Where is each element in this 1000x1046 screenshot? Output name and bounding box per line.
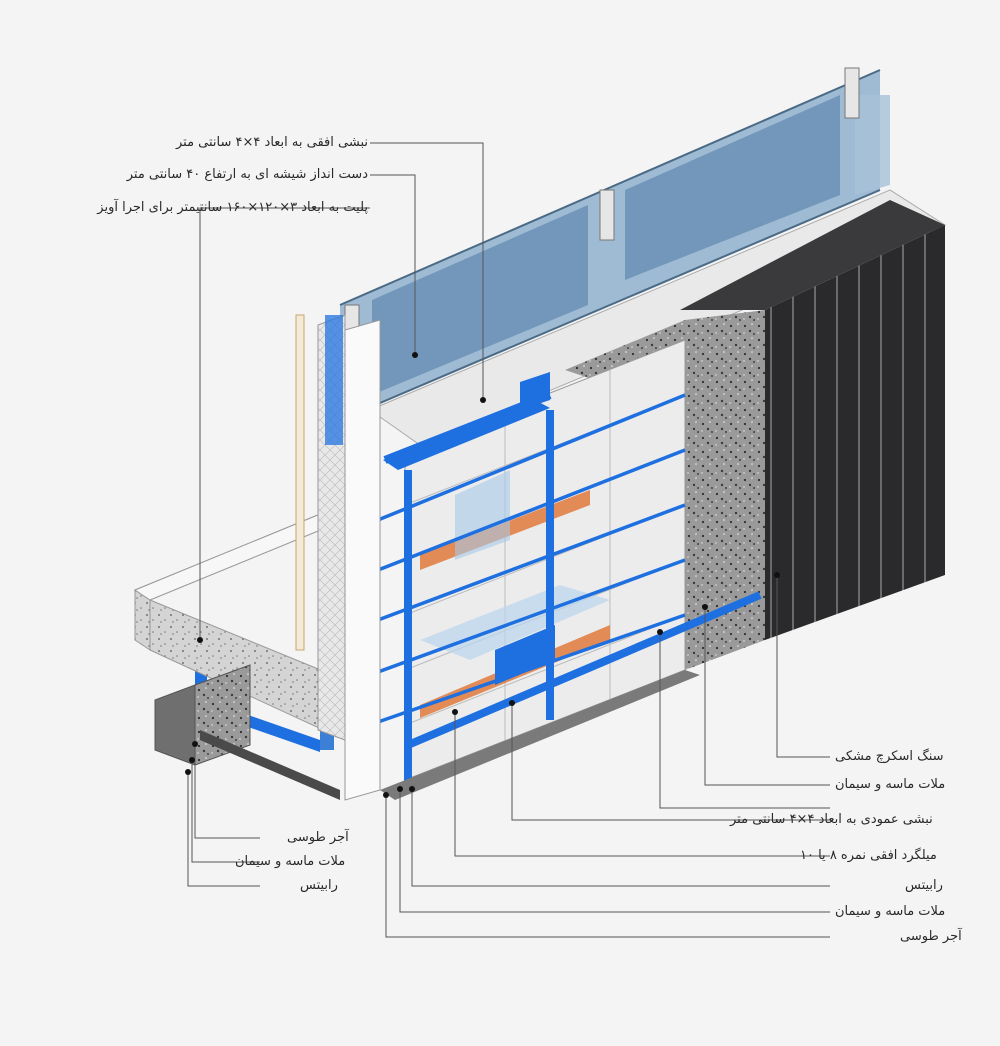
label-mortar-inner: ملات ماسه و سیمان: [835, 904, 946, 919]
label-mortar-outer: ملات ماسه و سیمان: [835, 777, 946, 792]
label-glass-railing: دست انداز شیشه ای به ارتفاع ۴۰ سانتی متر: [126, 167, 368, 182]
label-vertical-angle: نبشی عمودی به ابعاد ۴×۴ سانتی متر: [730, 812, 933, 827]
lower-brick: [154, 664, 340, 800]
base-ledge: [380, 670, 700, 800]
leader-lines: [187, 142, 830, 938]
leader-dots: [185, 352, 780, 798]
label-gray-brick-left: آجر طوسی: [287, 830, 349, 845]
label-rabitz-right: رابیتس: [905, 878, 943, 893]
label-gray-brick-right: آجر طوسی: [900, 929, 962, 944]
label-rabitz-left: رابیتس: [300, 878, 338, 893]
black-stone-cladding: [680, 200, 945, 640]
label-plate-hanger: پلیت به ابعاد ۳×۱۲۰×۱۶۰ سانتیمتر برای اج…: [97, 200, 368, 215]
label-mortar-left: ملات ماسه و سیمان: [235, 854, 346, 869]
label-horizontal-rebar: میلگرد افقی نمره ۸ یا ۱۰: [800, 848, 937, 863]
label-horizontal-angle: نبشی افقی به ابعاد ۴×۴ سانتی متر: [175, 135, 368, 150]
label-black-stone: سنگ اسکرچ مشکی: [835, 749, 944, 764]
column-and-wall: [295, 314, 381, 801]
